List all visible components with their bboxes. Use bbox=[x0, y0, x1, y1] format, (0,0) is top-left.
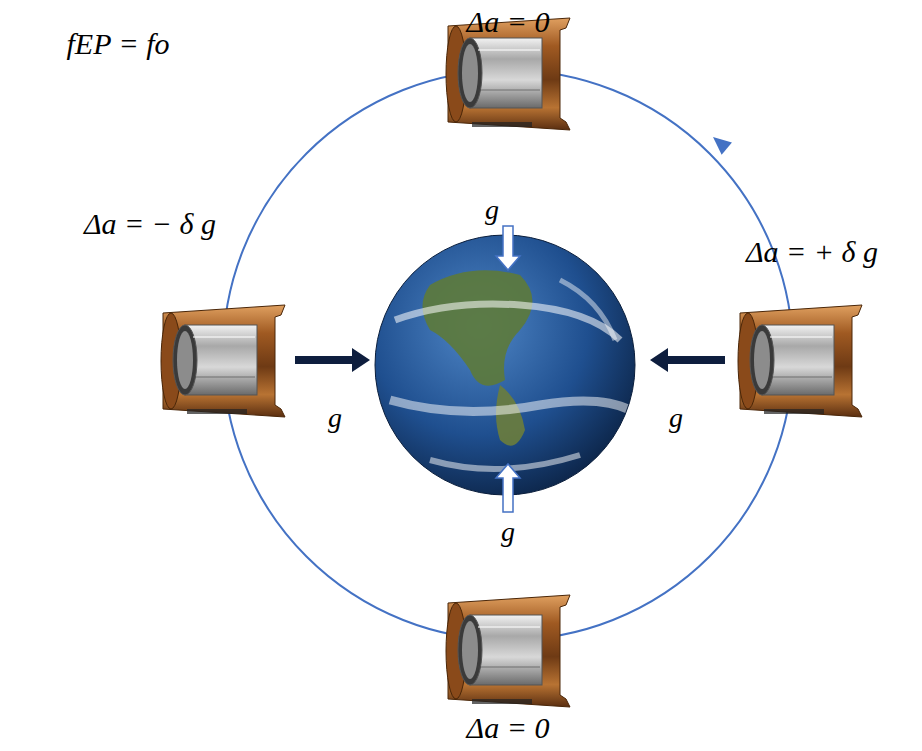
gravity-label: g bbox=[501, 518, 515, 546]
equation-label: Δa = + δ g bbox=[746, 237, 878, 267]
equation-label: fEP = fo bbox=[66, 29, 169, 59]
gravity-label: g bbox=[485, 196, 499, 224]
gravity-label: g bbox=[669, 404, 683, 432]
equation-label: Δa = 0 bbox=[467, 7, 550, 37]
equation-label: Δa = 0 bbox=[467, 713, 550, 743]
gravity-label: g bbox=[328, 404, 342, 432]
equation-label: Δa = − δ g bbox=[84, 209, 216, 239]
